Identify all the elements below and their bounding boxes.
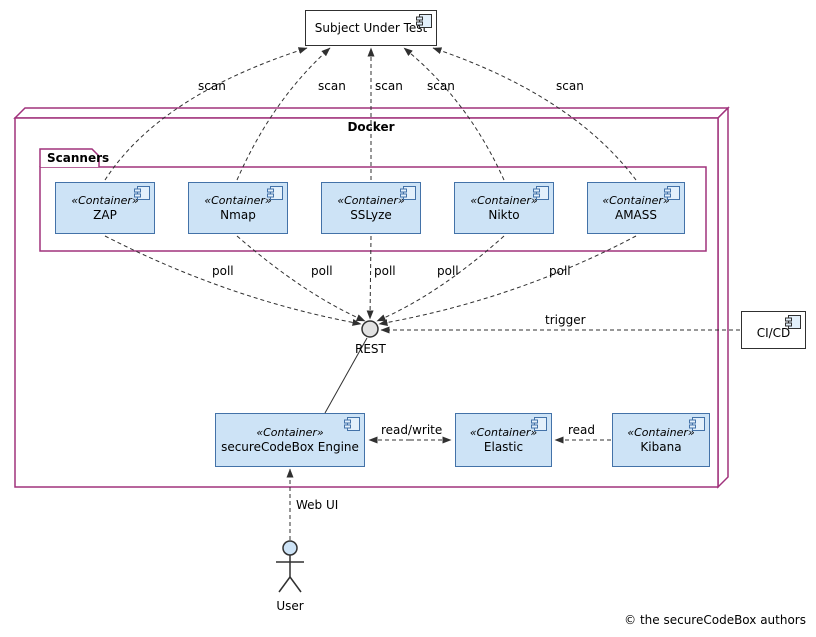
node-amass-stereotype: «Container» — [602, 193, 670, 207]
edge-poll-zap — [104, 235, 362, 326]
node-sslyze-stereotype: «Container» — [337, 193, 405, 207]
edge-scan-amass — [432, 47, 637, 181]
node-subject-under-test: Subject Under Test — [305, 10, 437, 46]
component-icon — [785, 315, 801, 329]
edge-label-scan-zap: scan — [198, 79, 226, 93]
node-cicd: CI/CD — [741, 311, 806, 349]
edge-label-read: read — [568, 423, 596, 437]
edge-label-web-ui: Web UI — [296, 498, 339, 512]
edge-label-read-write: read/write — [381, 423, 443, 437]
node-nmap-stereotype: «Container» — [204, 193, 272, 207]
edge-label-poll-nmap: poll — [311, 264, 333, 278]
component-icon — [400, 186, 416, 200]
edge-poll-amass — [378, 235, 637, 326]
edge-scan-nikto — [403, 47, 505, 181]
user-actor-icon — [276, 540, 304, 593]
rest-interface-circle — [361, 320, 379, 338]
node-zap-stereotype: «Container» — [71, 193, 139, 207]
node-kibana: «Container» Kibana — [612, 413, 710, 467]
edge-label-trigger: trigger — [545, 313, 586, 327]
node-elastic-name: Elastic — [483, 439, 524, 454]
node-nmap-name: Nmap — [220, 207, 256, 222]
rest-interface-label: REST — [355, 342, 386, 356]
node-engine-name: secureCodeBox Engine — [221, 439, 359, 454]
edge-label-poll-zap: poll — [212, 264, 234, 278]
docker-title: Docker — [347, 120, 395, 134]
component-icon — [267, 186, 283, 200]
node-nmap: «Container» Nmap — [188, 182, 288, 234]
node-nikto-name: Nikto — [488, 207, 520, 222]
node-engine-stereotype: «Container» — [256, 425, 324, 439]
edge-label-scan-sslyze: scan — [375, 79, 403, 93]
user-actor-label: User — [276, 599, 304, 613]
edge-label-poll-nikto: poll — [437, 264, 459, 278]
component-icon — [689, 417, 705, 431]
edge-label-scan-nmap: scan — [318, 79, 346, 93]
copyright-note: © the secureCodeBox authors — [624, 613, 806, 627]
node-kibana-name: Kibana — [640, 439, 682, 454]
component-icon — [664, 186, 680, 200]
edge-label-poll-sslyze: poll — [374, 264, 396, 278]
component-icon — [134, 186, 150, 200]
scanners-folder-title: Scanners — [47, 151, 110, 165]
node-sslyze: «Container» SSLyze — [321, 182, 421, 234]
component-icon — [416, 14, 432, 28]
edge-label-poll-amass: poll — [549, 264, 571, 278]
node-amass: «Container» AMASS — [587, 182, 685, 234]
node-nikto: «Container» Nikto — [454, 182, 554, 234]
node-cicd-label: CI/CD — [756, 326, 791, 340]
edge-label-scan-amass: scan — [556, 79, 584, 93]
edge-engine-rest — [324, 337, 368, 414]
node-subject-label: Subject Under Test — [314, 21, 428, 35]
node-elastic: «Container» Elastic — [455, 413, 552, 467]
node-elastic-stereotype: «Container» — [469, 425, 538, 439]
edge-label-scan-nikto: scan — [427, 79, 455, 93]
node-zap-name: ZAP — [93, 207, 117, 222]
node-kibana-stereotype: «Container» — [627, 425, 695, 439]
component-icon — [531, 417, 547, 431]
node-sslyze-name: SSLyze — [350, 207, 392, 222]
node-nikto-stereotype: «Container» — [470, 193, 538, 207]
node-zap: «Container» ZAP — [55, 182, 155, 234]
node-securecodebox-engine: «Container» secureCodeBox Engine — [215, 413, 365, 467]
node-amass-name: AMASS — [614, 207, 657, 222]
component-icon — [533, 186, 549, 200]
component-icon — [344, 417, 360, 431]
